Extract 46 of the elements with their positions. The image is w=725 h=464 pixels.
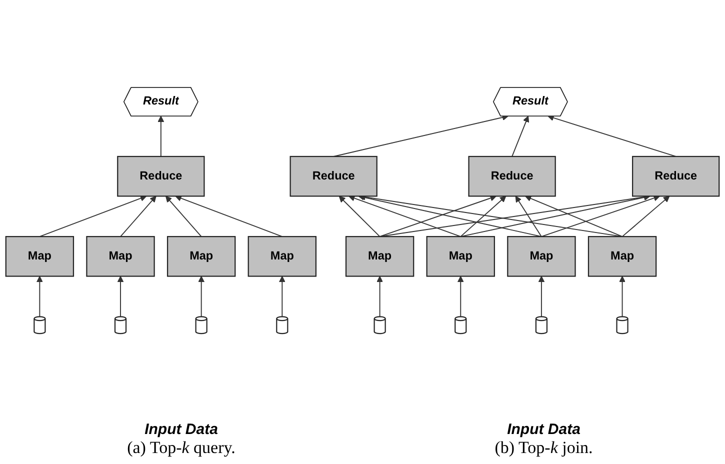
arrow bbox=[512, 116, 530, 157]
node-cylinder bbox=[195, 316, 208, 334]
node-box: Reduce bbox=[468, 156, 556, 197]
node-cylinder bbox=[276, 316, 288, 334]
node-box: Map bbox=[166, 236, 236, 277]
arrow bbox=[158, 116, 164, 157]
node-box: Reduce bbox=[632, 156, 720, 197]
arrow bbox=[36, 276, 43, 318]
node-box: Reduce bbox=[290, 156, 378, 197]
arrow bbox=[165, 196, 202, 238]
arrow bbox=[379, 195, 496, 238]
arrow bbox=[460, 196, 506, 238]
node-cylinder bbox=[535, 316, 548, 334]
arrow bbox=[540, 194, 660, 238]
arrow bbox=[515, 196, 542, 238]
node-cylinder bbox=[454, 316, 467, 334]
node-box: Map bbox=[507, 236, 576, 277]
arrow bbox=[348, 195, 462, 238]
node-box: Reduce bbox=[117, 156, 205, 197]
arrow bbox=[376, 276, 384, 318]
arrow bbox=[525, 195, 623, 238]
subfigure-caption: (a) Top-k query. bbox=[126, 438, 236, 458]
arrow bbox=[538, 276, 545, 318]
node-cylinder bbox=[616, 316, 628, 334]
input-data-label: Input Data bbox=[506, 421, 582, 438]
node-box: Map bbox=[588, 236, 657, 277]
arrow bbox=[619, 276, 626, 318]
arrow bbox=[175, 195, 283, 238]
node-box: Map bbox=[426, 236, 495, 277]
node-box: Map bbox=[248, 236, 316, 277]
arrow bbox=[338, 196, 380, 238]
arrow bbox=[39, 195, 147, 238]
node-box: Map bbox=[5, 236, 74, 277]
arrow bbox=[198, 276, 205, 318]
arrow bbox=[457, 276, 464, 318]
node-box: Map bbox=[345, 236, 414, 277]
input-data-label: Input Data bbox=[144, 421, 219, 438]
arrow bbox=[622, 196, 670, 238]
node-cylinder bbox=[114, 316, 127, 334]
arrow bbox=[278, 276, 286, 318]
subfigure-caption: (b) Top-k join. bbox=[494, 438, 594, 458]
arrow bbox=[117, 276, 124, 318]
arrow bbox=[120, 196, 156, 238]
node-box: Map bbox=[86, 236, 155, 277]
node-cylinder bbox=[34, 316, 46, 334]
node-cylinder bbox=[374, 316, 386, 334]
